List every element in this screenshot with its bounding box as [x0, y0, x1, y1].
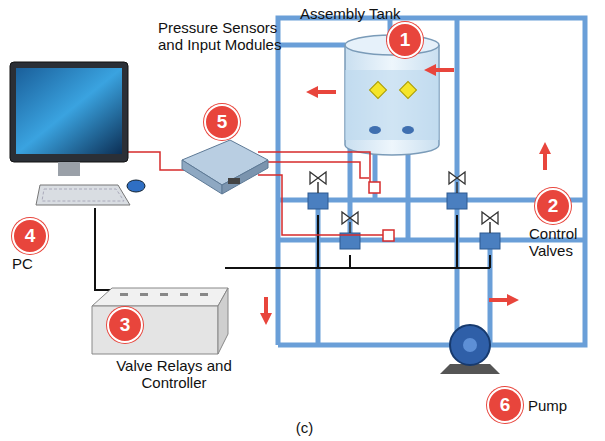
callout-number: 6 — [487, 387, 523, 423]
callout-text: 6 — [500, 394, 511, 416]
control-wiring — [95, 208, 490, 290]
figure-caption: (c) — [2, 420, 605, 437]
valve-relay-controller — [92, 288, 228, 354]
callout-text: 1 — [400, 29, 411, 51]
callout-text: 2 — [548, 195, 559, 217]
callout-number: 1 — [387, 22, 423, 58]
callout-number: 4 — [12, 218, 48, 254]
callout-text: 4 — [25, 225, 36, 247]
pump — [440, 325, 500, 374]
control-valves — [308, 172, 500, 249]
callout-number: 2 — [535, 188, 571, 224]
callout-text: 5 — [217, 111, 228, 133]
part-label: Pressure Sensors and Input Modules — [158, 20, 288, 53]
flow-arrows — [260, 64, 551, 325]
pressure-sensors — [128, 152, 394, 241]
pipe-network — [278, 18, 585, 345]
pc — [10, 62, 145, 205]
part-label: Valve Relays and Controller — [104, 358, 244, 391]
callout-number: 3 — [107, 307, 143, 343]
part-label: Assembly Tank — [300, 6, 401, 23]
part-label: Control Valves — [529, 226, 601, 259]
callout-number: 5 — [204, 104, 240, 140]
part-label: Pump — [528, 398, 567, 415]
callout-text: 3 — [120, 314, 131, 336]
part-label: PC — [12, 256, 33, 273]
input-module — [182, 140, 268, 194]
